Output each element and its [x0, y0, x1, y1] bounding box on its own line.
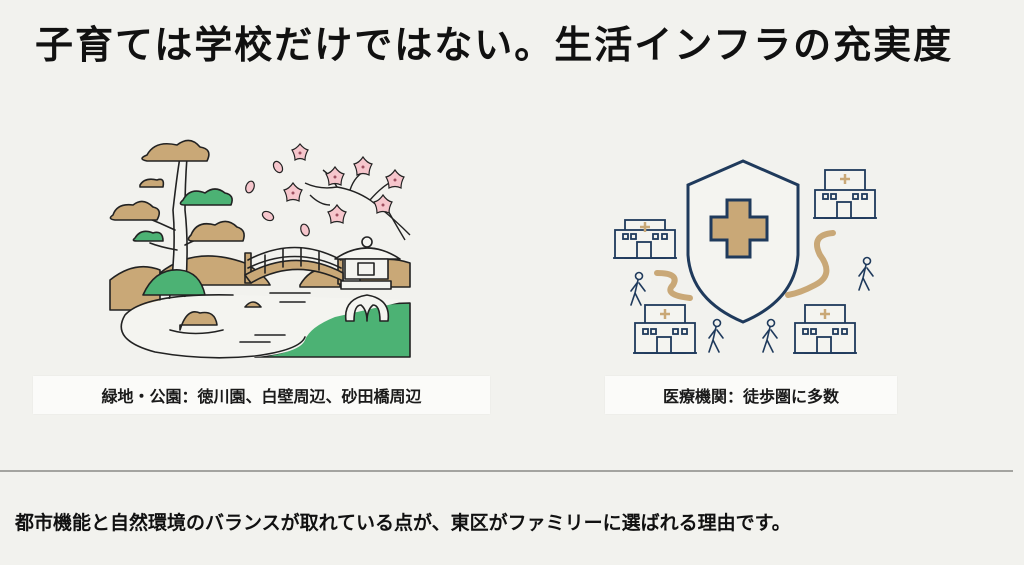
small-rock — [244, 301, 262, 308]
medical-shield-illustration — [605, 155, 890, 360]
japanese-garden-illustration — [105, 135, 420, 360]
green-mound — [142, 269, 206, 296]
medical-cross-icon — [709, 198, 769, 259]
pine-foliage-green-small — [132, 230, 164, 242]
medical-svg — [613, 159, 877, 354]
pine-foliage-right — [187, 220, 245, 242]
pine-foliage-green — [179, 188, 233, 206]
pond-rock — [179, 311, 218, 331]
pine-foliage-top — [141, 139, 210, 162]
caption-parks-text: 緑地・公園：徳川園、白壁周辺、砂田橋周辺 — [101, 387, 422, 406]
garden-svg — [109, 139, 411, 359]
pond — [120, 295, 410, 359]
winding-path-right — [785, 230, 836, 298]
pine-foliage-left — [109, 200, 161, 221]
pine-foliage-small — [139, 178, 165, 188]
hospital-building-icon — [613, 169, 877, 354]
footer-text: 都市機能と自然環境のバランスが取れている点が、東区がファミリーに選ばれる理由です… — [15, 512, 791, 534]
winding-path-left — [654, 270, 693, 301]
caption-parks: 緑地・公園：徳川園、白壁周辺、砂田橋周辺 — [33, 376, 490, 414]
caption-medical: 医療機関：徒歩圏に多数 — [605, 376, 897, 414]
stone-lantern-icon — [334, 236, 401, 322]
cherry-blossoms — [245, 143, 405, 237]
walking-person-icon — [630, 256, 874, 353]
page-title: 子育ては学校だけではない。生活インフラの充実度 — [35, 22, 954, 67]
divider — [0, 470, 1013, 472]
caption-medical-text: 医療機関：徒歩圏に多数 — [662, 387, 839, 406]
